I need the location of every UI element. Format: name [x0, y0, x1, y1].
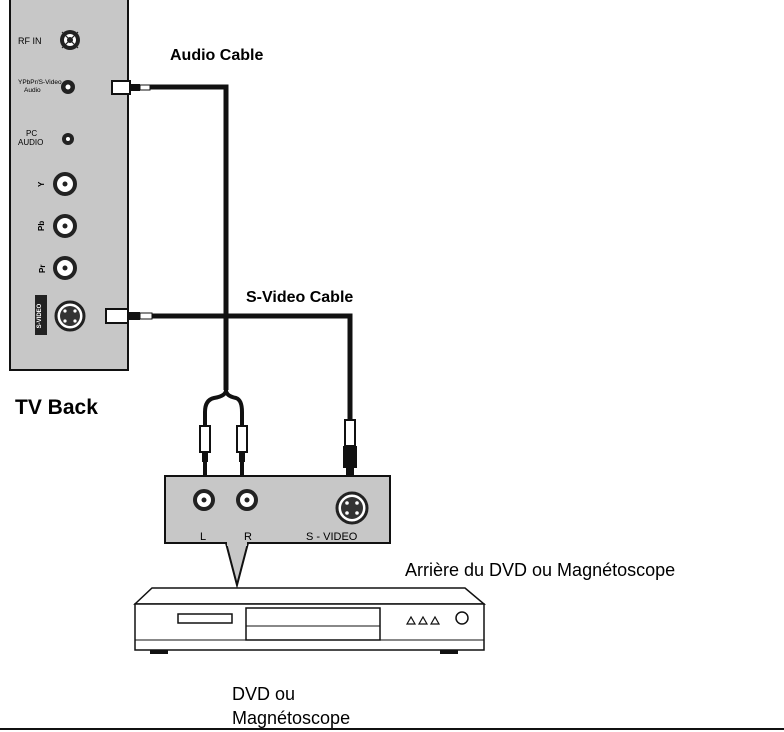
pr-port-mark: Pr [38, 265, 47, 273]
audio-plug-tv [111, 80, 131, 95]
device-tray [245, 607, 381, 641]
pc-audio-label-line1: PC [26, 129, 37, 138]
pc-audio-label-line2: AUDIO [18, 138, 43, 147]
callout-pointer [224, 542, 250, 589]
tv-back-panel: RF IN YPbPr/S-Video Audio PC AUDIO Y Pb [9, 0, 129, 419]
device-rear-panel: L R S - VIDEO [164, 475, 391, 589]
y-port-icon [53, 172, 77, 196]
pb-port-icon [53, 214, 77, 238]
port-r-label: R [244, 531, 252, 543]
device-foot-left [150, 650, 168, 654]
audio-plug-r [236, 425, 248, 476]
rf-in-port-icon [60, 30, 80, 50]
svideo-cable-label: S-Video Cable [246, 289, 353, 306]
device-audio-r-port-icon [236, 489, 258, 511]
tv-svideo-port-icon [54, 300, 86, 332]
rf-in-label: RF IN [18, 36, 42, 46]
audio-plug-l [199, 425, 211, 476]
device-display [177, 613, 233, 624]
device-top-face [133, 587, 487, 605]
device-rear-caption: Arrière du DVD ou Magnétoscope [405, 560, 675, 580]
audio-cable-label: Audio Cable [170, 47, 263, 64]
ypbpr-audio-port-icon [61, 80, 75, 94]
svideo-plug-tv [105, 308, 129, 324]
tv-back-label: TV Back [15, 396, 98, 419]
power-knob-icon [455, 611, 469, 625]
audio-cable: Audio Cable [111, 47, 263, 476]
device-svideo-port-icon [335, 491, 369, 525]
port-svideo-label: S - VIDEO [306, 531, 358, 543]
device-caption-line2: Magnétoscope [232, 708, 350, 728]
pc-audio-port-icon [62, 133, 74, 145]
ypbpr-audio-label-line1: YPbPr/S-Video [18, 79, 62, 86]
svideo-plug-device [343, 419, 357, 476]
device-audio-l-port-icon [193, 489, 215, 511]
svideo-side-label: S-VIDEO [37, 303, 43, 328]
device-caption-line1: DVD ou [232, 684, 295, 704]
pr-port-icon [53, 256, 77, 280]
svideo-cable: S-Video Cable [105, 289, 357, 476]
svideo-side-tab [35, 295, 47, 335]
y-port-mark: Y [37, 181, 46, 187]
device-foot-right [440, 650, 458, 654]
ypbpr-audio-label-line2: Audio [24, 87, 41, 94]
port-l-label: L [200, 531, 206, 543]
dvd-vcr-device [133, 587, 487, 654]
device-buttons [405, 615, 441, 625]
pb-port-mark: Pb [37, 221, 46, 231]
